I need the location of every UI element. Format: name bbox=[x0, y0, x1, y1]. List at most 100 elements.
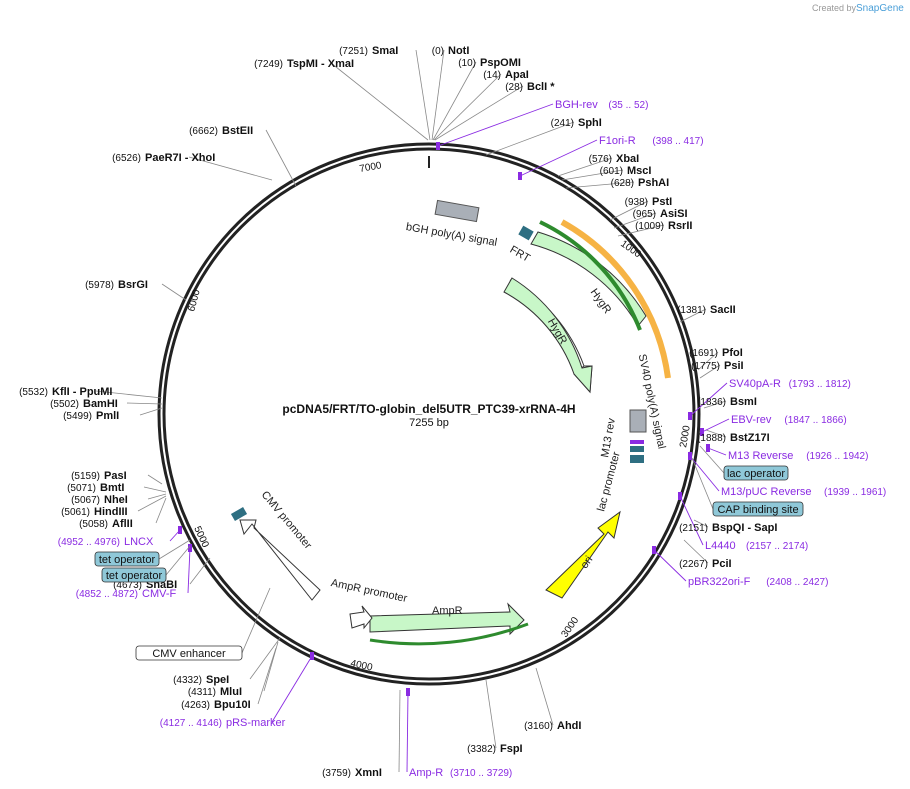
enzyme-bsmi[interactable]: BsmI bbox=[730, 396, 757, 408]
credit-created-by: Created by bbox=[812, 3, 857, 13]
enzyme-xbai[interactable]: XbaI bbox=[616, 153, 639, 165]
cut-line-pmli bbox=[139, 407, 163, 416]
enzyme-kfli-ppumi[interactable]: KflI - PpuMI bbox=[52, 386, 113, 398]
enzyme-pos-hindiii: (5061) bbox=[61, 507, 90, 518]
bgh-polya-feature[interactable] bbox=[434, 199, 480, 223]
ori-label: ori bbox=[578, 554, 595, 571]
enzyme-pos-spei: (4332) bbox=[173, 675, 202, 686]
enzyme-pos-pcii: (2267) bbox=[679, 559, 708, 570]
enzyme-bmti[interactable]: BmtI bbox=[100, 482, 124, 494]
enzyme-hindiii[interactable]: HindIII bbox=[94, 506, 128, 518]
primer-mark-prs-marker bbox=[310, 652, 314, 660]
enzyme-pos-bcli: (28) bbox=[505, 82, 523, 93]
enzyme-bpu10i[interactable]: Bpu10I bbox=[214, 699, 251, 711]
cut-line-spei bbox=[249, 637, 281, 680]
primer-m13-reverse[interactable]: M13 Reverse bbox=[728, 450, 793, 462]
enzyme-noti[interactable]: NotI bbox=[448, 45, 469, 57]
cut-line-bsmi bbox=[703, 400, 727, 409]
primer-line-m13-reverse bbox=[707, 447, 727, 456]
cut-line-pasi bbox=[147, 474, 163, 485]
enzyme-pasi[interactable]: PasI bbox=[104, 470, 127, 482]
cut-line-mlui bbox=[263, 641, 279, 692]
box-cmv-enhancer-4[interactable] bbox=[135, 645, 243, 661]
enzyme-pmli[interactable]: PmlI bbox=[96, 410, 119, 422]
enzyme-pos-apai: (14) bbox=[483, 70, 501, 81]
primer-lncx[interactable]: LNCX bbox=[124, 536, 154, 548]
primer-f1ori-r[interactable]: F1ori-R bbox=[599, 135, 636, 147]
box-tet-operator-3[interactable] bbox=[101, 567, 167, 583]
orange-orf[interactable] bbox=[560, 219, 671, 379]
primer-mark-l4440 bbox=[678, 492, 682, 500]
enzyme-pspomi[interactable]: PspOMI bbox=[480, 57, 521, 69]
sv40-label: SV40 poly(A) signal bbox=[636, 353, 668, 450]
enzyme-bspqi-sapi[interactable]: BspQI - SapI bbox=[712, 522, 777, 534]
ampr-promoter-label: AmpR promoter bbox=[330, 577, 409, 605]
enzyme-pos-pmli: (5499) bbox=[63, 411, 92, 422]
primer-ebv-rev[interactable]: EBV-rev bbox=[731, 414, 772, 426]
enzyme-bamhi[interactable]: BamHI bbox=[83, 398, 118, 410]
enzyme-pfoi[interactable]: PfoI bbox=[722, 347, 743, 359]
primer-amp-r[interactable]: Amp-R bbox=[409, 767, 443, 779]
enzyme-pcii[interactable]: PciI bbox=[712, 558, 732, 570]
frt-feature[interactable] bbox=[518, 225, 534, 241]
enzyme-pos-pspomi: (10) bbox=[458, 58, 476, 69]
enzyme-psii[interactable]: PsiI bbox=[724, 360, 744, 372]
enzyme-ahdi[interactable]: AhdI bbox=[557, 720, 581, 732]
enzyme-bstz17i[interactable]: BstZ17I bbox=[730, 432, 770, 444]
lacprom-label: lac promoter bbox=[595, 450, 623, 512]
hygr-arrow-inner[interactable] bbox=[503, 277, 593, 394]
enzyme-xmni[interactable]: XmnI bbox=[355, 767, 382, 779]
sv40-feature[interactable] bbox=[629, 409, 647, 433]
cut-line-psii bbox=[699, 364, 721, 379]
enzyme-sacii[interactable]: SacII bbox=[710, 304, 736, 316]
cut-line-bcli bbox=[434, 85, 524, 141]
ori-feature[interactable] bbox=[545, 510, 621, 599]
enzyme-paer7i-xhoi[interactable]: PaeR7I - XhoI bbox=[145, 152, 215, 164]
enzyme-psti[interactable]: PstI bbox=[652, 196, 672, 208]
ampr-promoter-feature[interactable] bbox=[349, 605, 373, 630]
primer-mark-pbr322ori-f bbox=[652, 546, 656, 554]
enzyme-asisi[interactable]: AsiSI bbox=[660, 208, 688, 220]
box-tet-operator-2[interactable] bbox=[94, 551, 160, 567]
enzyme-msci[interactable]: MscI bbox=[627, 165, 651, 177]
enzyme-fspi[interactable]: FspI bbox=[500, 743, 523, 755]
primer-bgh-rev[interactable]: BGH-rev bbox=[555, 99, 598, 111]
enzyme-smai[interactable]: SmaI bbox=[372, 45, 398, 57]
primer-mark-m13-puc-reverse bbox=[688, 452, 692, 460]
enzyme-apai[interactable]: ApaI bbox=[505, 69, 529, 81]
enzyme-pshai[interactable]: PshAI bbox=[638, 177, 669, 189]
primer-pbr322ori-f[interactable]: pBR322ori-F bbox=[688, 576, 751, 588]
primer-line-cmv-f bbox=[187, 547, 191, 594]
enzyme-pos-nhei: (5067) bbox=[71, 495, 100, 506]
ampr-label: AmpR bbox=[432, 605, 463, 617]
enzyme-nhei[interactable]: NheI bbox=[104, 494, 128, 506]
enzyme-pos-bstz17i: (1888) bbox=[697, 433, 726, 444]
enzyme-bcli[interactable]: BclI * bbox=[527, 81, 555, 93]
cmv-promoter-feature[interactable] bbox=[239, 519, 321, 601]
cut-line-xbai bbox=[557, 157, 613, 177]
enzyme-rsrii[interactable]: RsrII bbox=[668, 220, 692, 232]
ruler-tick-3000: 3000 bbox=[559, 615, 581, 640]
box-lac-operator-0[interactable] bbox=[723, 465, 789, 481]
enzyme-mlui[interactable]: MluI bbox=[220, 686, 242, 698]
enzyme-bsteii[interactable]: BstEII bbox=[222, 125, 253, 137]
primer-cmv-f[interactable]: CMV-F bbox=[142, 588, 177, 600]
box-line-tet-operator-2 bbox=[158, 539, 191, 560]
lac-operator-mark bbox=[630, 446, 644, 452]
box-cap-binding-site-1[interactable] bbox=[712, 501, 804, 517]
enzyme-bsrgi[interactable]: BsrGI bbox=[118, 279, 148, 291]
primer-m13-puc-reverse[interactable]: M13/pUC Reverse bbox=[721, 486, 811, 498]
cut-line-pspomi bbox=[432, 61, 477, 141]
primer-sv40pa-r[interactable]: SV40pA-R bbox=[729, 378, 781, 390]
primer-line-l4440 bbox=[679, 495, 704, 546]
enzyme-spei[interactable]: SpeI bbox=[206, 674, 229, 686]
primer-pos-pbr322ori-f: (2408 .. 2427) bbox=[766, 577, 828, 588]
primer-prs-marker[interactable]: pRS-marker bbox=[226, 717, 286, 729]
backbone-outer bbox=[157, 142, 701, 686]
hygr-label-1: HygR bbox=[588, 287, 614, 316]
enzyme-aflii[interactable]: AflII bbox=[112, 518, 133, 530]
enzyme-sphi[interactable]: SphI bbox=[578, 117, 602, 129]
primer-l4440[interactable]: L4440 bbox=[705, 540, 736, 552]
enzyme-tspmi-xmai[interactable]: TspMI - XmaI bbox=[287, 58, 354, 70]
